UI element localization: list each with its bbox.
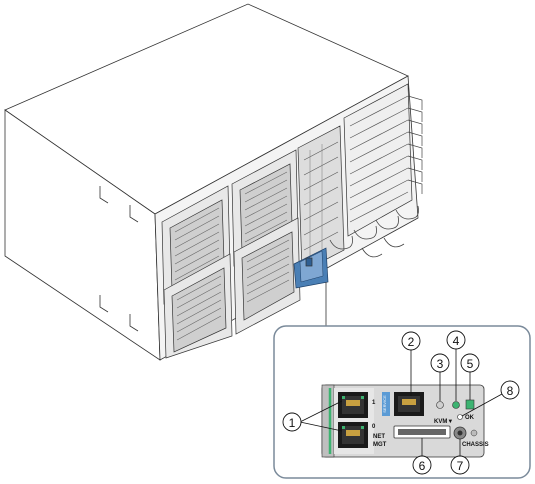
net-label: NET xyxy=(373,434,385,440)
callout-lines xyxy=(299,349,503,456)
side-bracket-mark xyxy=(99,186,139,332)
callout-6: 6 xyxy=(412,455,432,475)
svg-text:3: 3 xyxy=(437,357,444,371)
chassis-icon xyxy=(470,429,478,437)
service-tab-label: SERVICE xyxy=(382,395,387,413)
highlighted-module xyxy=(293,247,329,289)
mgt-label: MGT xyxy=(373,442,387,448)
callout-8: 8 xyxy=(500,380,520,400)
bay-lower-left xyxy=(163,253,233,359)
svg-text:2: 2 xyxy=(408,335,415,349)
led-4 xyxy=(452,401,460,409)
kvm-label: KVM▼ xyxy=(434,419,453,425)
ok-indicator xyxy=(457,414,463,420)
callout-3: 3 xyxy=(430,353,450,373)
svg-text:6: 6 xyxy=(419,459,426,473)
right-slot-stack xyxy=(343,83,423,237)
ok-label: OK xyxy=(465,415,475,421)
chassis-label: CHASSIS xyxy=(462,442,489,448)
callout-1: 1 xyxy=(282,412,302,432)
bay-lower-right xyxy=(233,217,301,335)
net-mgt-port-1 xyxy=(338,392,368,418)
svg-text:4: 4 xyxy=(453,334,460,348)
callout-7: 7 xyxy=(450,455,470,475)
callout-5: 5 xyxy=(460,353,480,373)
svg-text:8: 8 xyxy=(507,384,514,398)
svg-text:1: 1 xyxy=(289,416,296,430)
chassis-button-center xyxy=(457,430,463,436)
led-3 xyxy=(436,401,444,409)
rj45-port xyxy=(394,392,424,416)
port-1-label: 1 xyxy=(372,400,376,406)
port-0-label: 0 xyxy=(372,424,376,430)
net-mgt-port-0 xyxy=(338,422,368,448)
svg-text:7: 7 xyxy=(457,459,464,473)
callout-4: 4 xyxy=(446,330,466,350)
bottom-handles xyxy=(329,205,419,258)
front-bays xyxy=(161,83,423,359)
svg-text:5: 5 xyxy=(467,357,474,371)
callout-2: 2 xyxy=(401,331,421,351)
center-modules xyxy=(297,125,345,273)
kvm-connector-slot xyxy=(398,429,446,435)
led-5 xyxy=(465,399,475,410)
service-tab xyxy=(382,392,390,416)
